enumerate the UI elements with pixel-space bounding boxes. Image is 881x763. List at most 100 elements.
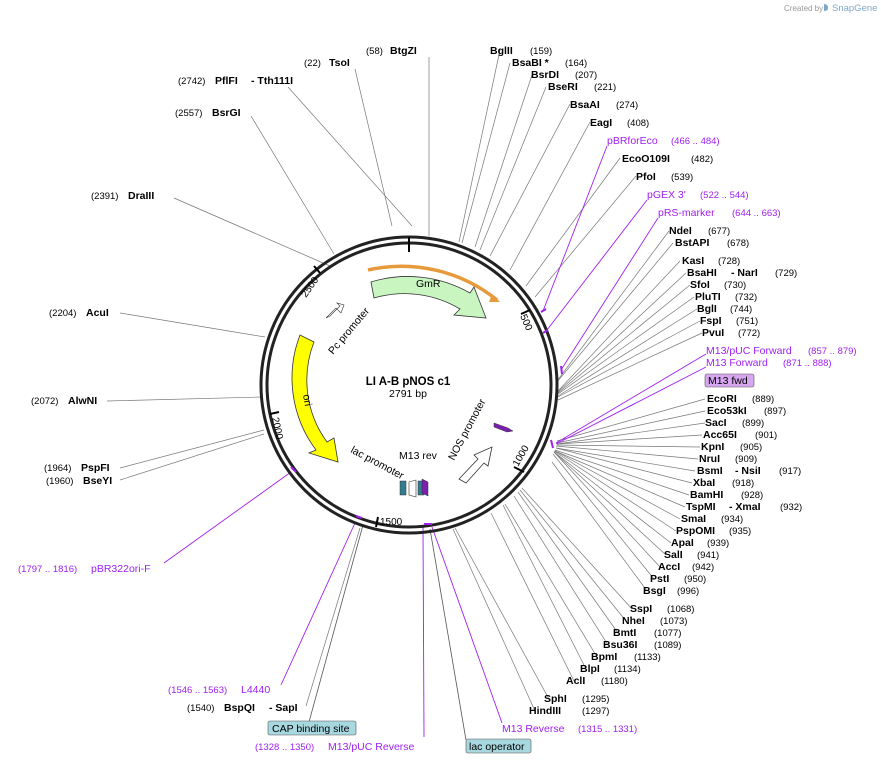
site-pos-eagi: (408) xyxy=(627,118,649,129)
primer-range-m13-reverse: (1315 .. 1331) xyxy=(578,724,637,735)
site-name-saci[interactable]: SacI xyxy=(705,417,727,429)
site-pos-tsoi: (22) xyxy=(304,58,321,69)
site-name-ecori[interactable]: EcoRI xyxy=(707,393,737,405)
site-name-pfoi[interactable]: PfoI xyxy=(636,171,656,183)
primer-name-pbr322ori-f[interactable]: pBR322ori-F xyxy=(91,563,151,575)
site-name-nhei[interactable]: NheI xyxy=(622,615,645,627)
site-name-draiii[interactable]: DraIII xyxy=(128,190,154,202)
site-name-acli[interactable]: AclI xyxy=(566,675,585,687)
tick-marks xyxy=(269,237,531,528)
site-name-pspomi[interactable]: PspOMI xyxy=(676,525,715,537)
primer-name-m13puc-reverse[interactable]: M13/pUC Reverse xyxy=(328,741,415,753)
primer-name-m13-forward[interactable]: M13 Forward xyxy=(706,357,768,369)
tick-label-2000: 2000 xyxy=(269,416,284,440)
site-name-fspi[interactable]: FspI xyxy=(700,315,722,327)
site-pos-nhei: (1073) xyxy=(660,616,687,627)
site-name-pvui[interactable]: PvuI xyxy=(702,327,724,339)
site-pos-blpi: (1134) xyxy=(614,664,641,675)
site-name-bspqi[interactable]: BspQI xyxy=(224,702,255,714)
primer-range-l4440: (1546 .. 1563) xyxy=(168,685,227,696)
primer-marks xyxy=(290,308,563,525)
site-name-bseyi[interactable]: BseYI xyxy=(83,475,112,487)
site-name-bseri[interactable]: BseRI xyxy=(548,81,578,93)
site-name-pflfi[interactable]: PflFI xyxy=(215,75,238,87)
site-name-acui[interactable]: AcuI xyxy=(86,307,109,319)
primer-range-pbrforeco: (466 .. 484) xyxy=(671,136,720,147)
site-name-xbai[interactable]: XbaI xyxy=(693,477,715,489)
site-name-apai[interactable]: ApaI xyxy=(671,537,694,549)
site-name-eco53ki[interactable]: Eco53kI xyxy=(707,405,747,417)
site-name-bpmi[interactable]: BpmI xyxy=(591,651,617,663)
site-name-ndei[interactable]: NdeI xyxy=(669,225,692,237)
site-name-sali[interactable]: SalI xyxy=(664,549,683,561)
site-name-bmti[interactable]: BmtI xyxy=(613,627,636,639)
site-name-tsoi[interactable]: TsoI xyxy=(329,57,350,69)
site-name-xmai[interactable]: - XmaI xyxy=(729,501,761,513)
site-name-blpi[interactable]: BlpI xyxy=(580,663,600,675)
site-name-bglii[interactable]: BglII xyxy=(490,45,513,57)
site-pos-bsabi: (164) xyxy=(565,58,587,69)
site-pos-eco53ki: (897) xyxy=(764,406,786,417)
site-name-kpni[interactable]: KpnI xyxy=(701,441,724,453)
primer-name-pbrforeco[interactable]: pBRforEco xyxy=(607,135,658,147)
site-name-bsahi[interactable]: BsaHI xyxy=(687,267,717,279)
site-pos-bgli: (744) xyxy=(730,304,752,315)
site-pos-psti: (950) xyxy=(684,574,706,585)
site-pos-ecoo109i: (482) xyxy=(691,154,713,165)
site-name-bsmi[interactable]: BsmI xyxy=(697,465,723,477)
site-name-bgli[interactable]: BglI xyxy=(697,303,717,315)
site-name-pspfi[interactable]: PspFI xyxy=(81,462,110,474)
site-name-psti[interactable]: PstI xyxy=(650,573,669,585)
site-name-smai[interactable]: SmaI xyxy=(681,513,706,525)
gmr-label: GmR xyxy=(416,278,441,290)
primer-name-prs-marker[interactable]: pRS-marker xyxy=(658,207,715,219)
primer-name-m13-reverse[interactable]: M13 Reverse xyxy=(502,723,565,735)
primer-range-m13puc-forward: (857 .. 879) xyxy=(808,346,857,357)
site-name-tth111i[interactable]: - Tth111I xyxy=(251,75,293,87)
site-pos-ndei: (677) xyxy=(708,226,730,237)
site-pos-pvui: (772) xyxy=(738,328,760,339)
site-pos-tspmi: (932) xyxy=(780,502,802,513)
tick-label-2500: 2500 xyxy=(299,275,321,300)
primer-name-l4440[interactable]: L4440 xyxy=(241,684,270,696)
site-name-alwni[interactable]: AlwNI xyxy=(68,395,97,407)
site-name-bsrgi[interactable]: BsrGI xyxy=(212,107,241,119)
primer-range-pgex3: (522 .. 544) xyxy=(700,190,749,201)
site-name-bstapi[interactable]: BstAPI xyxy=(675,237,710,249)
site-name-btgzi[interactable]: BtgZI xyxy=(390,45,417,57)
cap-binding-site-box[interactable]: CAP binding site xyxy=(267,720,357,736)
m13-fwd-box[interactable]: M13 fwd xyxy=(704,373,755,388)
site-name-eagi[interactable]: EagI xyxy=(590,117,612,129)
site-name-tspmi[interactable]: TspMI xyxy=(686,501,716,513)
site-pos-bseri: (221) xyxy=(594,82,616,93)
site-pos-bsu36i: (1089) xyxy=(654,640,681,651)
site-name-acci[interactable]: AccI xyxy=(658,561,680,573)
site-name-sspi[interactable]: SspI xyxy=(630,603,652,615)
site-name-sfoi[interactable]: SfoI xyxy=(690,279,710,291)
site-pos-sspi: (1068) xyxy=(667,604,694,615)
site-name-acc65i[interactable]: Acc65I xyxy=(703,429,737,441)
site-pos-apai: (939) xyxy=(707,538,729,549)
site-name-bsgi[interactable]: BsgI xyxy=(643,585,666,597)
site-name-bamhi[interactable]: BamHI xyxy=(690,489,723,501)
plasmid-name: LI A-B pNOS c1 xyxy=(366,376,451,388)
site-pos-alwni: (2072) xyxy=(31,396,58,407)
primer-name-m13puc-forward[interactable]: M13/pUC Forward xyxy=(706,345,792,357)
site-name-pluti[interactable]: PluTI xyxy=(695,291,721,303)
site-name-sphi[interactable]: SphI xyxy=(544,693,567,705)
site-name-nari[interactable]: - NarI xyxy=(731,267,758,279)
site-name-kasi[interactable]: KasI xyxy=(682,255,704,267)
site-name-bsaai[interactable]: BsaAI xyxy=(570,99,600,111)
site-name-sapi[interactable]: - SapI xyxy=(269,702,298,714)
site-name-bsu36i[interactable]: Bsu36I xyxy=(603,639,638,651)
site-name-nrui[interactable]: NruI xyxy=(699,453,720,465)
orange-arc xyxy=(367,264,499,302)
site-name-bsabi[interactable]: BsaBI * xyxy=(512,57,550,69)
site-name-ecoo109i[interactable]: EcoO109I xyxy=(622,153,670,165)
primer-name-pgex3[interactable]: pGEX 3' xyxy=(647,189,686,201)
lac-operator-box[interactable]: lac operator xyxy=(465,738,532,754)
site-name-hindiii[interactable]: HindIII xyxy=(529,705,561,717)
site-name-nsii[interactable]: - NsiI xyxy=(735,465,761,477)
site-name-bsrdi[interactable]: BsrDI xyxy=(531,69,559,81)
